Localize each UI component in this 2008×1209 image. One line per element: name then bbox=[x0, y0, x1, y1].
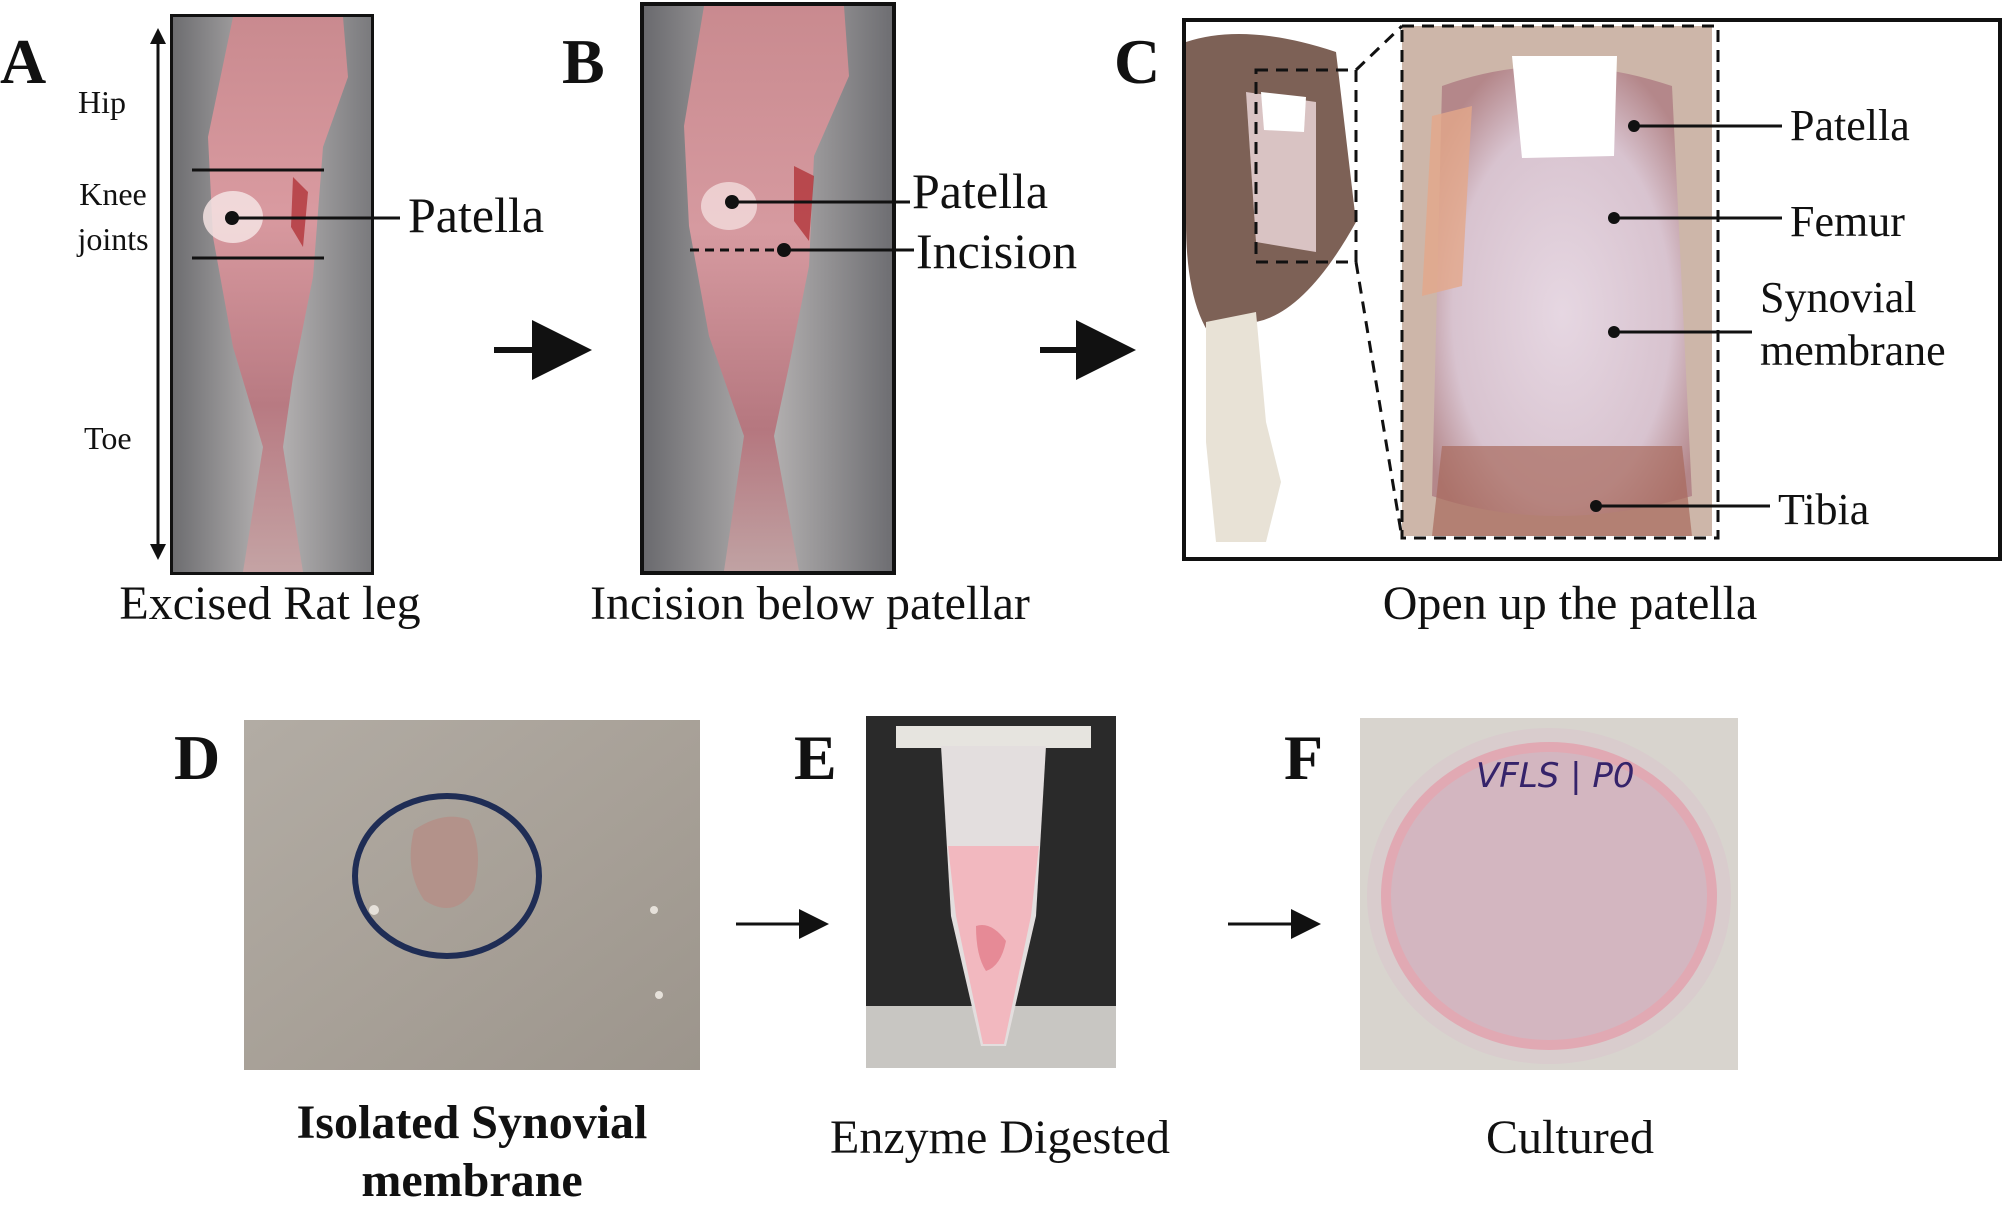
callout-incision: Incision bbox=[916, 223, 1078, 279]
panel-letter-c: C bbox=[1114, 26, 1161, 97]
label-hip: Hip bbox=[78, 84, 126, 120]
callout-tibia: Tibia bbox=[1778, 485, 1870, 534]
isolated-membrane-photo bbox=[244, 720, 700, 1070]
incision-photo bbox=[640, 2, 896, 575]
panel-letter-a: A bbox=[0, 26, 47, 97]
caption-cultured: Cultured bbox=[1486, 1111, 1654, 1164]
panel-c-frame bbox=[1182, 18, 2002, 561]
callout-patella-a: Patella bbox=[408, 187, 545, 243]
panel-letter-e: E bbox=[794, 722, 837, 793]
callout-patella-c: Patella bbox=[1790, 101, 1910, 150]
caption-enzyme-digested: Enzyme Digested bbox=[830, 1111, 1170, 1164]
callout-synovial-membrane: Synovial membrane bbox=[1760, 273, 1946, 375]
opened-knee-photo bbox=[1186, 22, 1356, 542]
caption-isolated-synovial-membrane: Isolated Synovial membrane bbox=[296, 1096, 648, 1207]
rat-leg-photo bbox=[170, 14, 374, 575]
callout-femur: Femur bbox=[1790, 197, 1905, 246]
culture-dish-photo bbox=[1360, 718, 1738, 1070]
label-knee-joints: Knee joints bbox=[77, 176, 149, 257]
caption-excised-rat-leg: Excised Rat leg bbox=[119, 577, 421, 630]
caption-incision-below-patellar: Incision below patellar bbox=[590, 577, 1030, 630]
panel-letter-d: D bbox=[174, 722, 221, 793]
panel-letter-f: F bbox=[1284, 722, 1324, 793]
caption-open-up-the-patella: Open up the patella bbox=[1382, 577, 1758, 630]
synovial-closeup-photo bbox=[1402, 26, 1712, 536]
label-toe: Toe bbox=[84, 420, 132, 456]
enzyme-tube-photo bbox=[866, 716, 1116, 1068]
callout-patella-b: Patella bbox=[912, 163, 1049, 219]
hip-to-toe-arrow bbox=[150, 28, 166, 560]
dish-handwriting: VFLS | P0 bbox=[1476, 756, 1635, 796]
panel-letter-b: B bbox=[562, 26, 605, 97]
